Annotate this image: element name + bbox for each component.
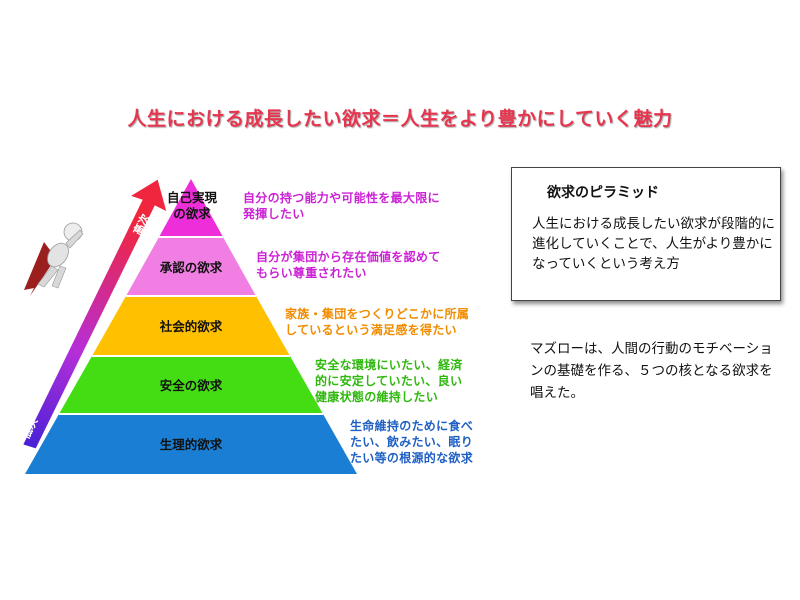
level-label-safety: 安全の欲求 <box>160 378 223 393</box>
desc-self-actualization: 自分の持つ能力や可能性を最大限に 発揮したい <box>243 191 440 221</box>
pyramid-level-self-actualization <box>159 179 223 237</box>
desc-physiological: 生命維持のために食べ たい、飲みたい、眠り たい等の根源的な欲求 <box>350 419 474 465</box>
pyramid-level-esteem <box>126 237 256 296</box>
maslow-text: マズローは、人間の行動のモチベーションの基礎を作る、５つの核となる欲求を唱えた。 <box>530 341 773 401</box>
desc-social: 家族・集団をつくりどこかに所属 しているという満足感を得たい <box>285 307 470 337</box>
ascending-arrow <box>10 178 168 450</box>
level-label-self-actualization-1: 自己実現 <box>167 190 218 205</box>
desc-safety: 安全な環境にいたい、経済 的に安定していたい、良い 健康状態の維持したい <box>315 358 463 404</box>
box-body: 人生における成長したい欲求が段階的に進化していくことで、人生がより豊かになってい… <box>532 216 775 272</box>
level-label-esteem: 承認の欲求 <box>160 260 223 275</box>
desc-esteem: 自分が集団から存在価値を認めて もらい尊重されたい <box>256 250 441 280</box>
pyramid-level-social <box>92 296 290 356</box>
pyramid-explanation-box: 欲求のピラミッド 人生における成長したい欲求が段階的に進化していくことで、人生が… <box>511 167 781 301</box>
level-label-social: 社会的欲求 <box>159 319 223 334</box>
flying-person-illustration <box>24 222 84 296</box>
pyramid-level-physiological <box>25 414 357 474</box>
box-title: 欲求のピラミッド <box>547 185 659 201</box>
level-label-physiological: 生理的欲求 <box>160 437 223 452</box>
pyramid-level-safety <box>59 356 323 414</box>
page-title: 人生における成長したい欲求＝人生をより豊かにしていく魅力 <box>127 108 673 130</box>
level-label-self-actualization-2: の欲求 <box>173 206 211 221</box>
